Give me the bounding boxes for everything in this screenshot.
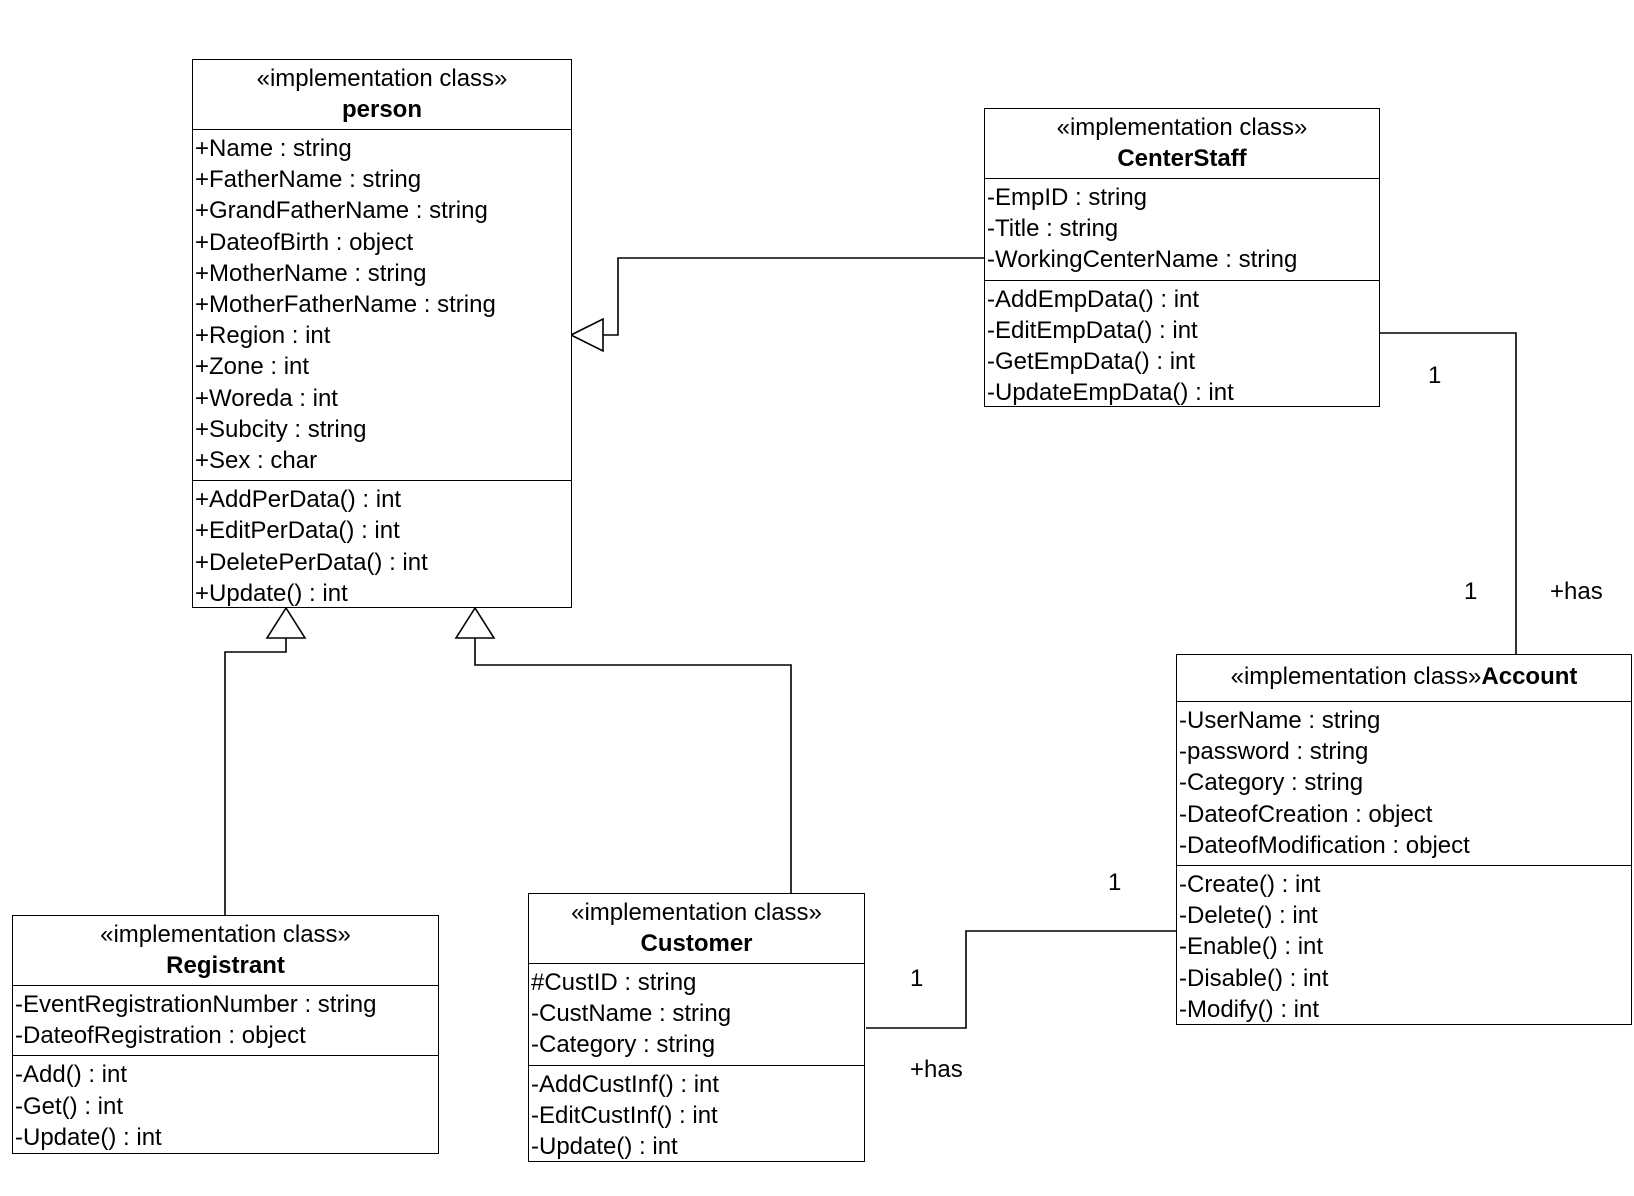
operation-item: +EditPerData() : int (195, 517, 400, 545)
association-centerstaff-account (1379, 332, 1517, 654)
attributes-compartment: #CustID : string -CustName : string -Cat… (529, 964, 864, 1065)
class-header: «implementation class» Registrant (13, 916, 438, 986)
operation-item: -UpdateEmpData() : int (987, 379, 1234, 407)
stereotype-label: «implementation class» (256, 65, 508, 92)
attribute-item: -DateofRegistration : object (15, 1022, 306, 1050)
class-name: Registrant (166, 952, 285, 979)
operations-compartment: +AddPerData() : int +EditPerData() : int… (193, 480, 571, 613)
class-customer[interactable]: «implementation class» Customer #CustID … (528, 893, 865, 1162)
attribute-item: -CustName : string (531, 1000, 732, 1028)
attribute-item: -Category : string (531, 1031, 716, 1059)
multiplicity-customer-end: 1 (910, 965, 924, 992)
operation-item: -Add() : int (15, 1061, 128, 1089)
stereotype-label: «implementation class» (100, 921, 351, 948)
attribute-item: -password : string (1179, 738, 1369, 766)
generalization-arrowhead-registrant (265, 606, 307, 639)
generalization-arrowhead-customer (454, 606, 496, 639)
class-header: «implementation class»Account (1177, 655, 1631, 702)
attribute-item: +DateofBirth : object (195, 228, 414, 256)
attribute-item: +MotherName : string (195, 259, 427, 287)
attribute-item: -WorkingCenterName : string (987, 246, 1298, 274)
operation-item: -Delete() : int (1179, 902, 1318, 930)
operations-compartment: -Create() : int -Delete() : int -Enable(… (1177, 865, 1631, 1029)
attribute-item: #CustID : string (531, 969, 697, 996)
attribute-item: +Region : int (195, 322, 331, 350)
stereotype-label: «implementation class» (571, 899, 822, 926)
generalization-centerstaff-person (603, 257, 984, 336)
attribute-item: -Category : string (1179, 769, 1364, 797)
attribute-item: +Name : string (195, 135, 352, 162)
operation-item: +AddPerData() : int (195, 486, 402, 514)
class-registrant[interactable]: «implementation class» Registrant -Event… (12, 915, 439, 1154)
operation-item: -GetEmpData() : int (987, 348, 1196, 376)
stereotype-label: «implementation class» (1056, 114, 1308, 141)
generalization-registrant-person (224, 638, 287, 915)
operation-item: -Modify() : int (1179, 995, 1320, 1023)
operation-item: +Update() : int (195, 579, 348, 607)
attribute-item: -DateofModification : object (1179, 831, 1470, 859)
operations-compartment: -AddCustInf() : int -EditCustInf() : int… (529, 1064, 864, 1167)
generalization-customer-person (474, 638, 792, 893)
class-name: Account (1481, 663, 1578, 690)
attribute-item: +GrandFatherName : string (195, 197, 488, 225)
attribute-item: +Subcity : string (195, 415, 367, 443)
attributes-compartment: +Name : string +FatherName : string +Gra… (193, 130, 571, 480)
class-header: «implementation class» Customer (529, 894, 864, 964)
class-header: «implementation class» CenterStaff (985, 109, 1379, 179)
attribute-item: +Zone : int (195, 353, 310, 381)
attribute-item: +MotherFatherName : string (195, 291, 496, 319)
attribute-item: +FatherName : string (195, 166, 422, 194)
stereotype-label: «implementation class» (1230, 663, 1482, 690)
attribute-item: +Sex : char (195, 447, 318, 475)
operation-item: -Get() : int (15, 1092, 124, 1120)
attributes-compartment: -EventRegistrationNumber : string -Dateo… (13, 986, 438, 1055)
attribute-item: -EventRegistrationNumber : string (15, 991, 377, 1018)
attribute-item: +Woreda : int (195, 384, 338, 412)
attribute-item: -UserName : string (1179, 707, 1381, 734)
operations-compartment: -Add() : int -Get() : int -Update() : in… (13, 1055, 438, 1157)
operation-item: +DeletePerData() : int (195, 548, 428, 576)
attribute-item: -EmpID : string (987, 184, 1148, 211)
class-account[interactable]: «implementation class»Account -UserName … (1176, 654, 1632, 1025)
operation-item: -Disable() : int (1179, 964, 1329, 992)
operation-item: -Update() : int (531, 1133, 678, 1161)
class-name: person (341, 96, 422, 123)
attribute-item: -Title : string (987, 215, 1119, 243)
role-label-has: +has (910, 1056, 963, 1083)
association-customer-account (866, 930, 1176, 1029)
operation-item: -Create() : int (1179, 871, 1321, 899)
class-centerstaff[interactable]: «implementation class» CenterStaff -EmpI… (984, 108, 1380, 407)
multiplicity-account-end: 1 (1464, 578, 1478, 605)
class-header: «implementation class» person (193, 60, 571, 130)
generalization-arrowhead-centerstaff (569, 317, 604, 353)
multiplicity-account-end: 1 (1108, 869, 1122, 896)
class-name: Customer (640, 930, 753, 957)
class-person[interactable]: «implementation class» person +Name : st… (192, 59, 572, 608)
class-name: CenterStaff (1117, 145, 1247, 172)
operation-item: -EditCustInf() : int (531, 1101, 718, 1129)
operation-item: -AddCustInf() : int (531, 1070, 720, 1098)
operation-item: -Update() : int (15, 1123, 162, 1151)
operations-compartment: -AddEmpData() : int -EditEmpData() : int… (985, 279, 1379, 413)
attributes-compartment: -EmpID : string -Title : string -Working… (985, 179, 1379, 280)
multiplicity-centerstaff-end: 1 (1428, 362, 1442, 389)
operation-item: -Enable() : int (1179, 933, 1324, 961)
operation-item: -AddEmpData() : int (987, 285, 1200, 313)
operation-item: -EditEmpData() : int (987, 316, 1198, 344)
attributes-compartment: -UserName : string -password : string -C… (1177, 702, 1631, 865)
role-label-has: +has (1550, 578, 1603, 605)
attribute-item: -DateofCreation : object (1179, 800, 1433, 828)
